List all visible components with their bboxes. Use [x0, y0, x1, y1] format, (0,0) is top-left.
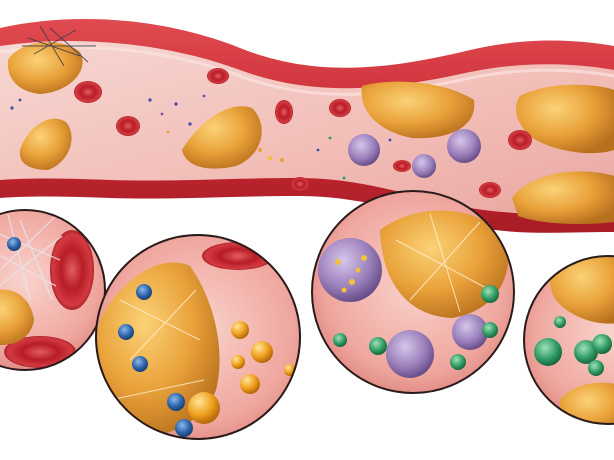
red-blood-cell	[508, 130, 532, 150]
blue-immune-cell	[175, 419, 193, 437]
blue-immune-cell	[118, 324, 134, 340]
platelet-fibrin-inset	[0, 209, 106, 371]
purple-immune-cell	[412, 154, 436, 178]
green-immune-cell	[450, 354, 466, 370]
lipid-droplet	[251, 341, 273, 363]
lipid-droplet	[240, 374, 260, 394]
plaque	[182, 106, 262, 169]
vessel-lumen	[0, 40, 614, 215]
blue-immune-cell	[132, 356, 148, 372]
fibrin-strands	[109, 289, 205, 401]
fibrin-mesh	[22, 25, 96, 67]
plaque-blue-cells-inset	[95, 234, 301, 440]
red-blood-cells	[74, 68, 532, 198]
fibrin-strands	[395, 213, 491, 313]
purple-immune-cell	[318, 238, 382, 302]
red-blood-cell	[202, 242, 274, 270]
blue-immune-cell	[7, 237, 21, 251]
vessel-inner-highlight	[0, 45, 614, 96]
red-blood-cell	[4, 336, 76, 368]
fibrin-mesh	[0, 213, 63, 301]
purple-immune-cell	[348, 134, 380, 166]
red-blood-cell	[329, 99, 351, 117]
red-blood-cell	[291, 177, 309, 191]
plaque	[7, 42, 83, 94]
red-blood-cell	[275, 100, 293, 124]
plaque	[515, 84, 614, 154]
green-immune-cell	[534, 338, 562, 366]
blue-immune-cell	[136, 284, 152, 300]
green-immune-cell	[554, 316, 566, 328]
green-immune-cell	[481, 285, 499, 303]
red-blood-cell	[116, 116, 140, 136]
purple-and-green-cells-inset	[311, 190, 515, 394]
plaque	[0, 289, 34, 346]
plaque	[19, 118, 72, 170]
green-immune-cell	[333, 333, 347, 347]
green-immune-cell	[369, 337, 387, 355]
red-blood-cell	[207, 68, 229, 84]
blood-vessel	[0, 18, 614, 233]
red-blood-cell	[50, 230, 94, 310]
lipid-droplet	[231, 355, 245, 369]
green-immune-cell	[574, 340, 598, 364]
lipid-droplet	[188, 392, 220, 424]
purple-immune-cell	[447, 129, 481, 163]
purple-immune-cell	[386, 330, 434, 378]
red-blood-cell	[318, 375, 362, 393]
plaque	[512, 171, 614, 224]
green-immune-cell	[482, 322, 498, 338]
lipid-droplet	[231, 321, 249, 339]
green-cells-inset	[523, 255, 614, 425]
plaque	[380, 210, 509, 318]
vessel-immune-cells	[348, 129, 481, 178]
blue-immune-cell	[167, 393, 185, 411]
plaque	[96, 262, 220, 437]
red-blood-cell	[393, 160, 411, 172]
vessel-plaques	[7, 42, 614, 224]
particles	[10, 94, 392, 180]
purple-immune-cell	[452, 314, 488, 350]
plaque	[550, 256, 614, 324]
red-blood-cell	[479, 182, 501, 198]
red-blood-cell	[74, 81, 102, 103]
green-immune-cell	[592, 334, 612, 354]
green-immune-cell	[588, 360, 604, 376]
plaque	[361, 81, 475, 139]
lipid-vacuoles	[335, 255, 367, 293]
